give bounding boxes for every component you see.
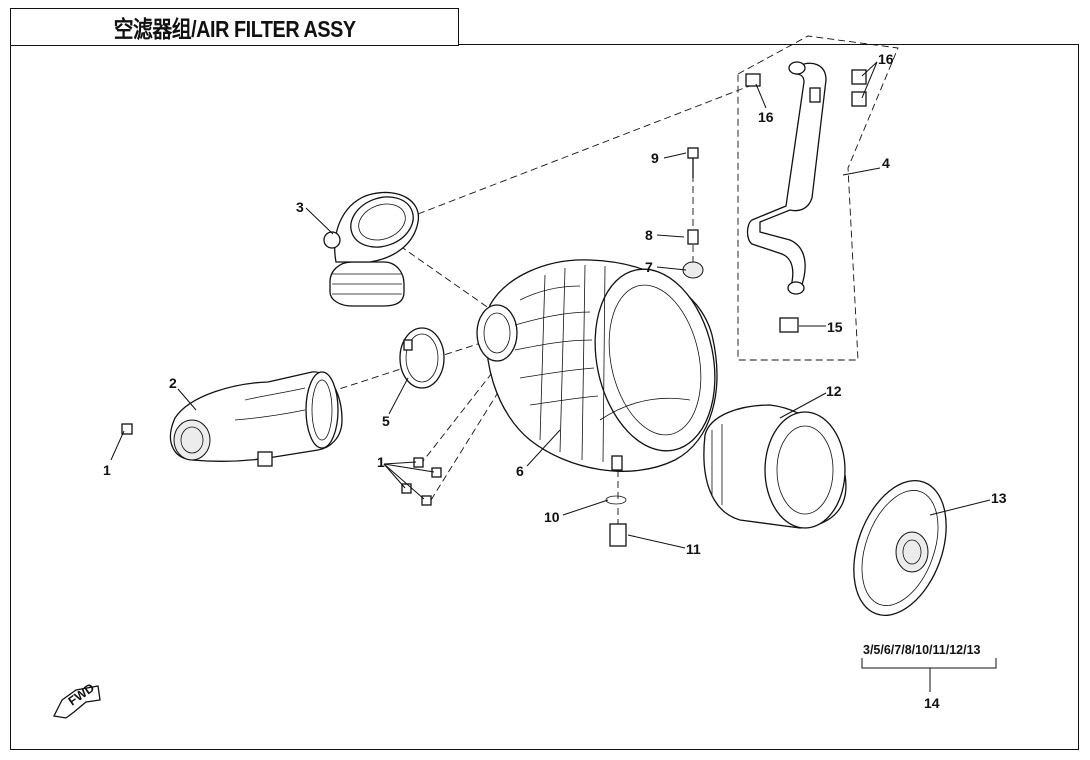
callout-8: 8 bbox=[645, 227, 653, 243]
filter-element bbox=[703, 404, 847, 529]
fwd-arrow: FWD bbox=[53, 681, 101, 719]
callout-11: 11 bbox=[686, 541, 701, 557]
kit-parts-list: 3/5/6/7/8/10/11/12/13 bbox=[863, 643, 981, 657]
valve-11 bbox=[609, 523, 627, 547]
filter-housing bbox=[476, 259, 718, 472]
callout-13: 13 bbox=[991, 490, 1007, 506]
callout-2: 2 bbox=[169, 375, 177, 391]
bolt-1d bbox=[401, 483, 412, 494]
bolt-1a bbox=[121, 423, 133, 435]
callout-12: 12 bbox=[826, 383, 842, 399]
callout-7: 7 bbox=[645, 259, 653, 275]
callout-numbers: 1 1 2 3 4 5 6 7 8 9 10 11 12 13 14 15 16… bbox=[103, 51, 1007, 711]
callout-4: 4 bbox=[882, 155, 890, 171]
housing-cover bbox=[853, 480, 947, 616]
page-title: 空滤器组/AIR FILTER ASSY bbox=[113, 16, 356, 42]
callout-16a: 16 bbox=[878, 51, 894, 67]
clamp-16c bbox=[745, 73, 761, 87]
bolt-1c bbox=[431, 467, 442, 478]
callout-6: 6 bbox=[516, 463, 524, 479]
callout-14: 14 bbox=[924, 695, 940, 711]
bolt-9-head bbox=[687, 147, 699, 159]
leader-lines bbox=[110, 61, 997, 692]
intake-duct bbox=[169, 371, 343, 467]
clamp-ring bbox=[399, 327, 445, 389]
clamp-15 bbox=[779, 317, 799, 333]
bolt-1e bbox=[421, 495, 432, 506]
hardware bbox=[121, 69, 867, 547]
callout-1a: 1 bbox=[103, 462, 111, 478]
drawing-frame bbox=[10, 44, 1079, 750]
breather-hose bbox=[746, 61, 827, 295]
callout-3: 3 bbox=[296, 199, 304, 215]
clamp-16a bbox=[851, 69, 867, 85]
callout-15: 15 bbox=[827, 319, 843, 335]
callout-16b: 16 bbox=[758, 109, 774, 125]
inlet-elbow bbox=[323, 191, 419, 307]
collar-8 bbox=[687, 229, 699, 245]
callout-9: 9 bbox=[651, 150, 659, 166]
callout-1b: 1 bbox=[377, 454, 385, 470]
clip-10 bbox=[605, 495, 627, 505]
title-box: 空滤器组/AIR FILTER ASSY bbox=[10, 8, 459, 46]
callout-5: 5 bbox=[382, 413, 390, 429]
clamp-16d bbox=[809, 87, 821, 103]
callout-10: 10 bbox=[544, 509, 560, 525]
